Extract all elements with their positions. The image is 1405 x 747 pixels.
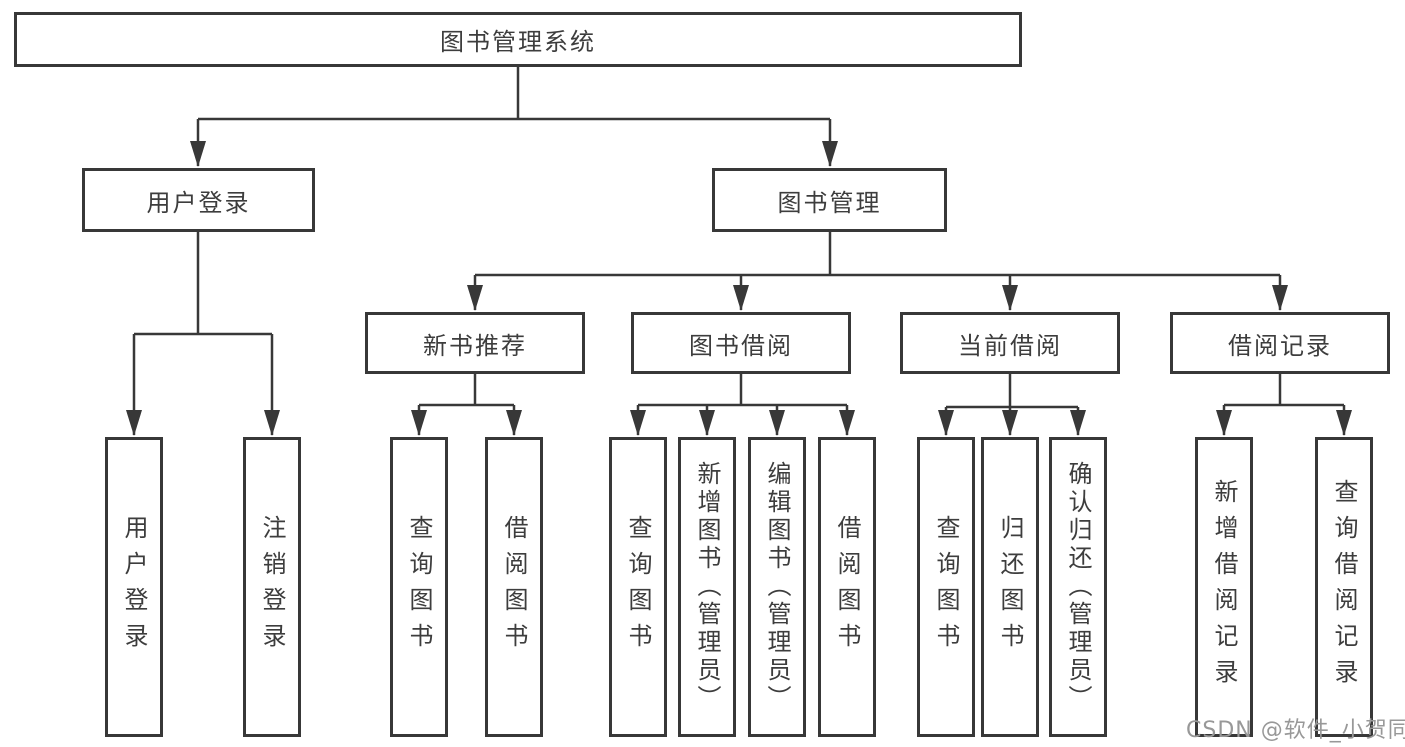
leaf-borrow-query-books: 查询图书 xyxy=(609,437,667,737)
node-current-borrow-label: 当前借阅 xyxy=(958,331,1062,360)
node-user-login-label: 用户登录 xyxy=(146,188,251,217)
leaf-newbook-borrow-books: 借阅图书 xyxy=(485,437,543,737)
leaf-current-return-books: 归还图书 xyxy=(981,437,1039,737)
leaf-current-query-books-label: 查询图书 xyxy=(932,515,960,659)
connector-user-login-split xyxy=(126,232,280,436)
node-new-book-recommend-label: 新书推荐 xyxy=(423,331,527,360)
root-node-library-system: 图书管理系统 xyxy=(14,12,1022,67)
connector-new-book-split xyxy=(411,374,522,436)
leaf-current-confirm-return-admin: 确认归还（管理员） xyxy=(1049,437,1107,737)
leaf-newbook-query-books-label: 查询图书 xyxy=(405,515,433,659)
leaf-borrow-add-books-admin-label: 新增图书（管理员） xyxy=(693,461,721,713)
leaf-borrow-borrow-books-label: 借阅图书 xyxy=(833,515,861,659)
leaf-current-return-books-label: 归还图书 xyxy=(996,515,1024,659)
leaf-borrow-add-books-admin: 新增图书（管理员） xyxy=(678,437,736,737)
node-book-management-label: 图书管理 xyxy=(777,188,882,217)
leaf-user-login-label: 用户登录 xyxy=(120,515,148,659)
leaf-records-query-record: 查询借阅记录 xyxy=(1315,437,1373,737)
leaf-borrow-query-books-label: 查询图书 xyxy=(624,515,652,659)
leaf-newbook-query-books: 查询图书 xyxy=(390,437,448,737)
node-borrow-records-label: 借阅记录 xyxy=(1228,331,1332,360)
node-user-login: 用户登录 xyxy=(82,168,315,232)
leaf-current-query-books: 查询图书 xyxy=(917,437,975,737)
leaf-records-query-record-label: 查询借阅记录 xyxy=(1330,479,1358,695)
leaf-borrow-edit-books-admin-label: 编辑图书（管理员） xyxy=(763,461,791,713)
leaf-borrow-borrow-books: 借阅图书 xyxy=(818,437,876,737)
connector-root-split xyxy=(190,67,838,167)
node-new-book-recommend: 新书推荐 xyxy=(365,312,585,374)
leaf-borrow-edit-books-admin: 编辑图书（管理员） xyxy=(748,437,806,737)
connector-book-borrow-split xyxy=(630,374,855,436)
node-borrow-records: 借阅记录 xyxy=(1170,312,1390,374)
leaf-records-add-record-label: 新增借阅记录 xyxy=(1210,479,1238,695)
connector-current-borrow-split xyxy=(938,374,1086,436)
node-current-borrow: 当前借阅 xyxy=(900,312,1120,374)
leaf-logout-label: 注销登录 xyxy=(258,515,286,659)
root-node-label: 图书管理系统 xyxy=(440,28,596,56)
node-book-management: 图书管理 xyxy=(712,168,947,232)
node-book-borrow: 图书借阅 xyxy=(631,312,851,374)
leaf-user-login: 用户登录 xyxy=(105,437,163,737)
leaf-current-confirm-return-admin-label: 确认归还（管理员） xyxy=(1064,461,1092,713)
csdn-watermark: CSDN @软件_小贺同学 xyxy=(1186,718,1405,743)
leaf-newbook-borrow-books-label: 借阅图书 xyxy=(500,515,528,659)
connector-book-management-split xyxy=(467,232,1288,311)
node-book-borrow-label: 图书借阅 xyxy=(689,331,793,360)
connector-borrow-records-split xyxy=(1216,374,1352,436)
leaf-records-add-record: 新增借阅记录 xyxy=(1195,437,1253,737)
leaf-logout: 注销登录 xyxy=(243,437,301,737)
